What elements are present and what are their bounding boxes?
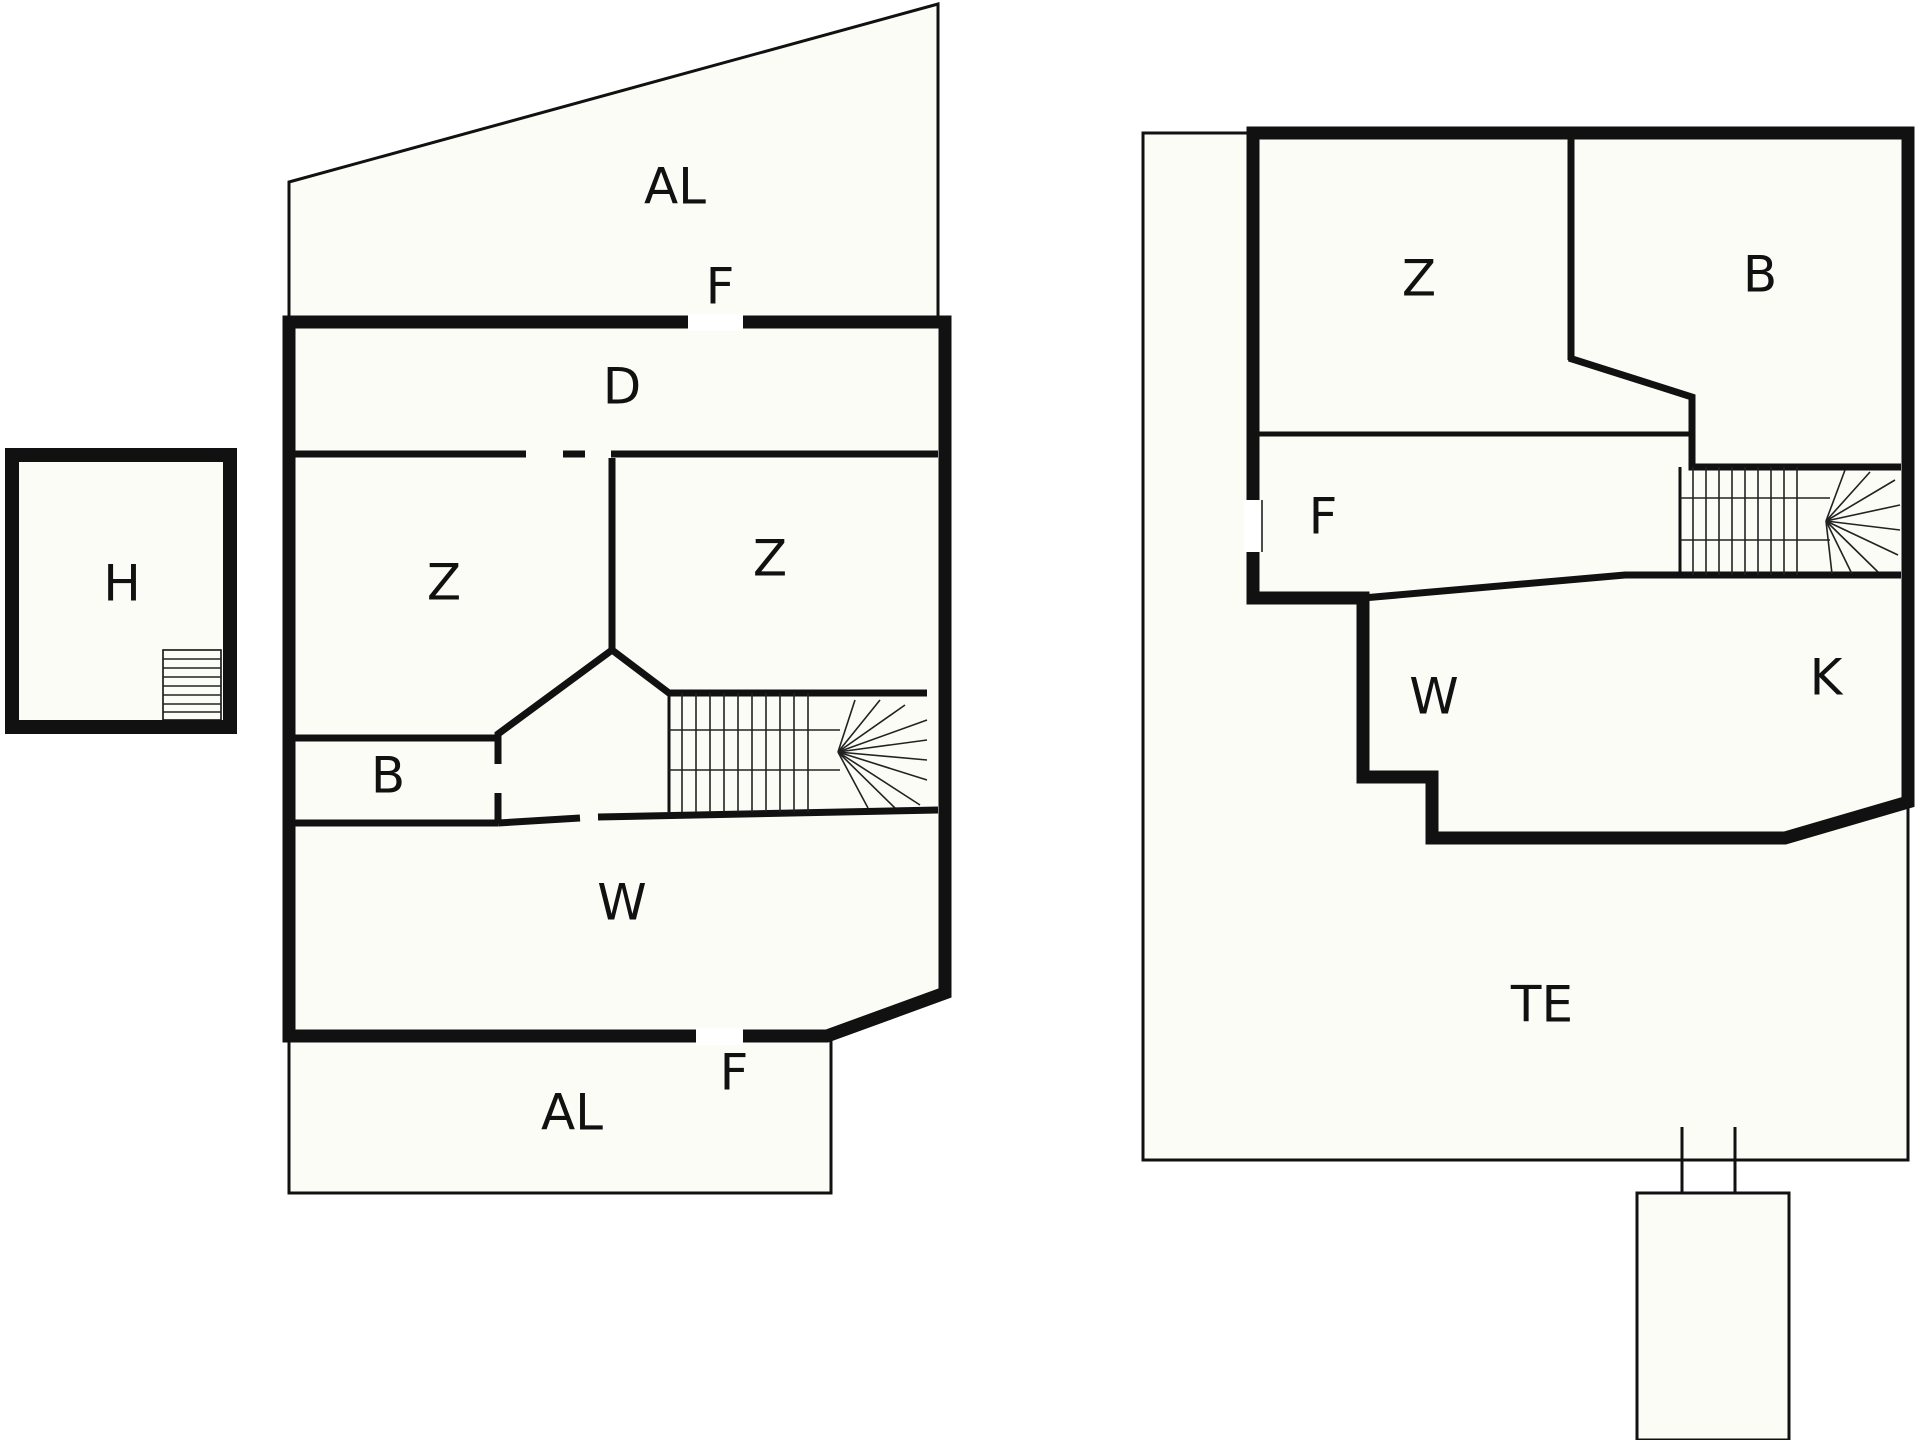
label-balcony-north: AL	[644, 158, 706, 216]
ground-floor-area	[1253, 133, 1908, 838]
ground-exterior-wall	[1246, 126, 1915, 845]
label-living: W	[1409, 668, 1458, 726]
label-door-south: F	[720, 1044, 749, 1102]
annex-staircase	[162, 649, 222, 721]
annex-plan: H	[5, 448, 237, 734]
label-room-h: H	[103, 555, 141, 613]
balcony-north-area	[287, 2, 940, 324]
ground-floor-plan: Z B F W K TE	[1141, 126, 1915, 1440]
label-terrace: TE	[1510, 976, 1573, 1034]
annex-room	[12, 455, 230, 727]
label-hall: F	[1309, 488, 1338, 546]
upper-floor-plan: AL F D Z Z B W F AL	[282, 2, 952, 1195]
label-bedroom-left: Z	[427, 554, 461, 612]
label-room-d: D	[603, 358, 642, 416]
label-bath: B	[371, 747, 405, 805]
label-bedroom-right: Z	[753, 530, 787, 588]
upper-exterior-wall	[282, 315, 952, 1043]
label-balcony-south: AL	[541, 1084, 603, 1142]
upper-floor-area	[289, 322, 945, 1036]
wall-f-w	[1362, 571, 1901, 602]
west-door-opening	[1244, 500, 1262, 552]
label-living: W	[597, 874, 646, 932]
label-door-north: F	[706, 258, 735, 316]
south-door-opening	[696, 1028, 743, 1045]
north-door-opening	[688, 314, 743, 331]
label-kitchen: K	[1810, 649, 1844, 707]
entrance-platform	[1635, 1191, 1791, 1440]
wall-hall-w-left	[497, 814, 581, 827]
upper-staircase	[669, 693, 928, 812]
annex-wall	[5, 448, 237, 734]
label-bath: B	[1743, 246, 1777, 304]
wall-hall-w-right	[597, 806, 939, 821]
ground-staircase	[1680, 467, 1901, 575]
label-bedroom: Z	[1402, 250, 1436, 308]
